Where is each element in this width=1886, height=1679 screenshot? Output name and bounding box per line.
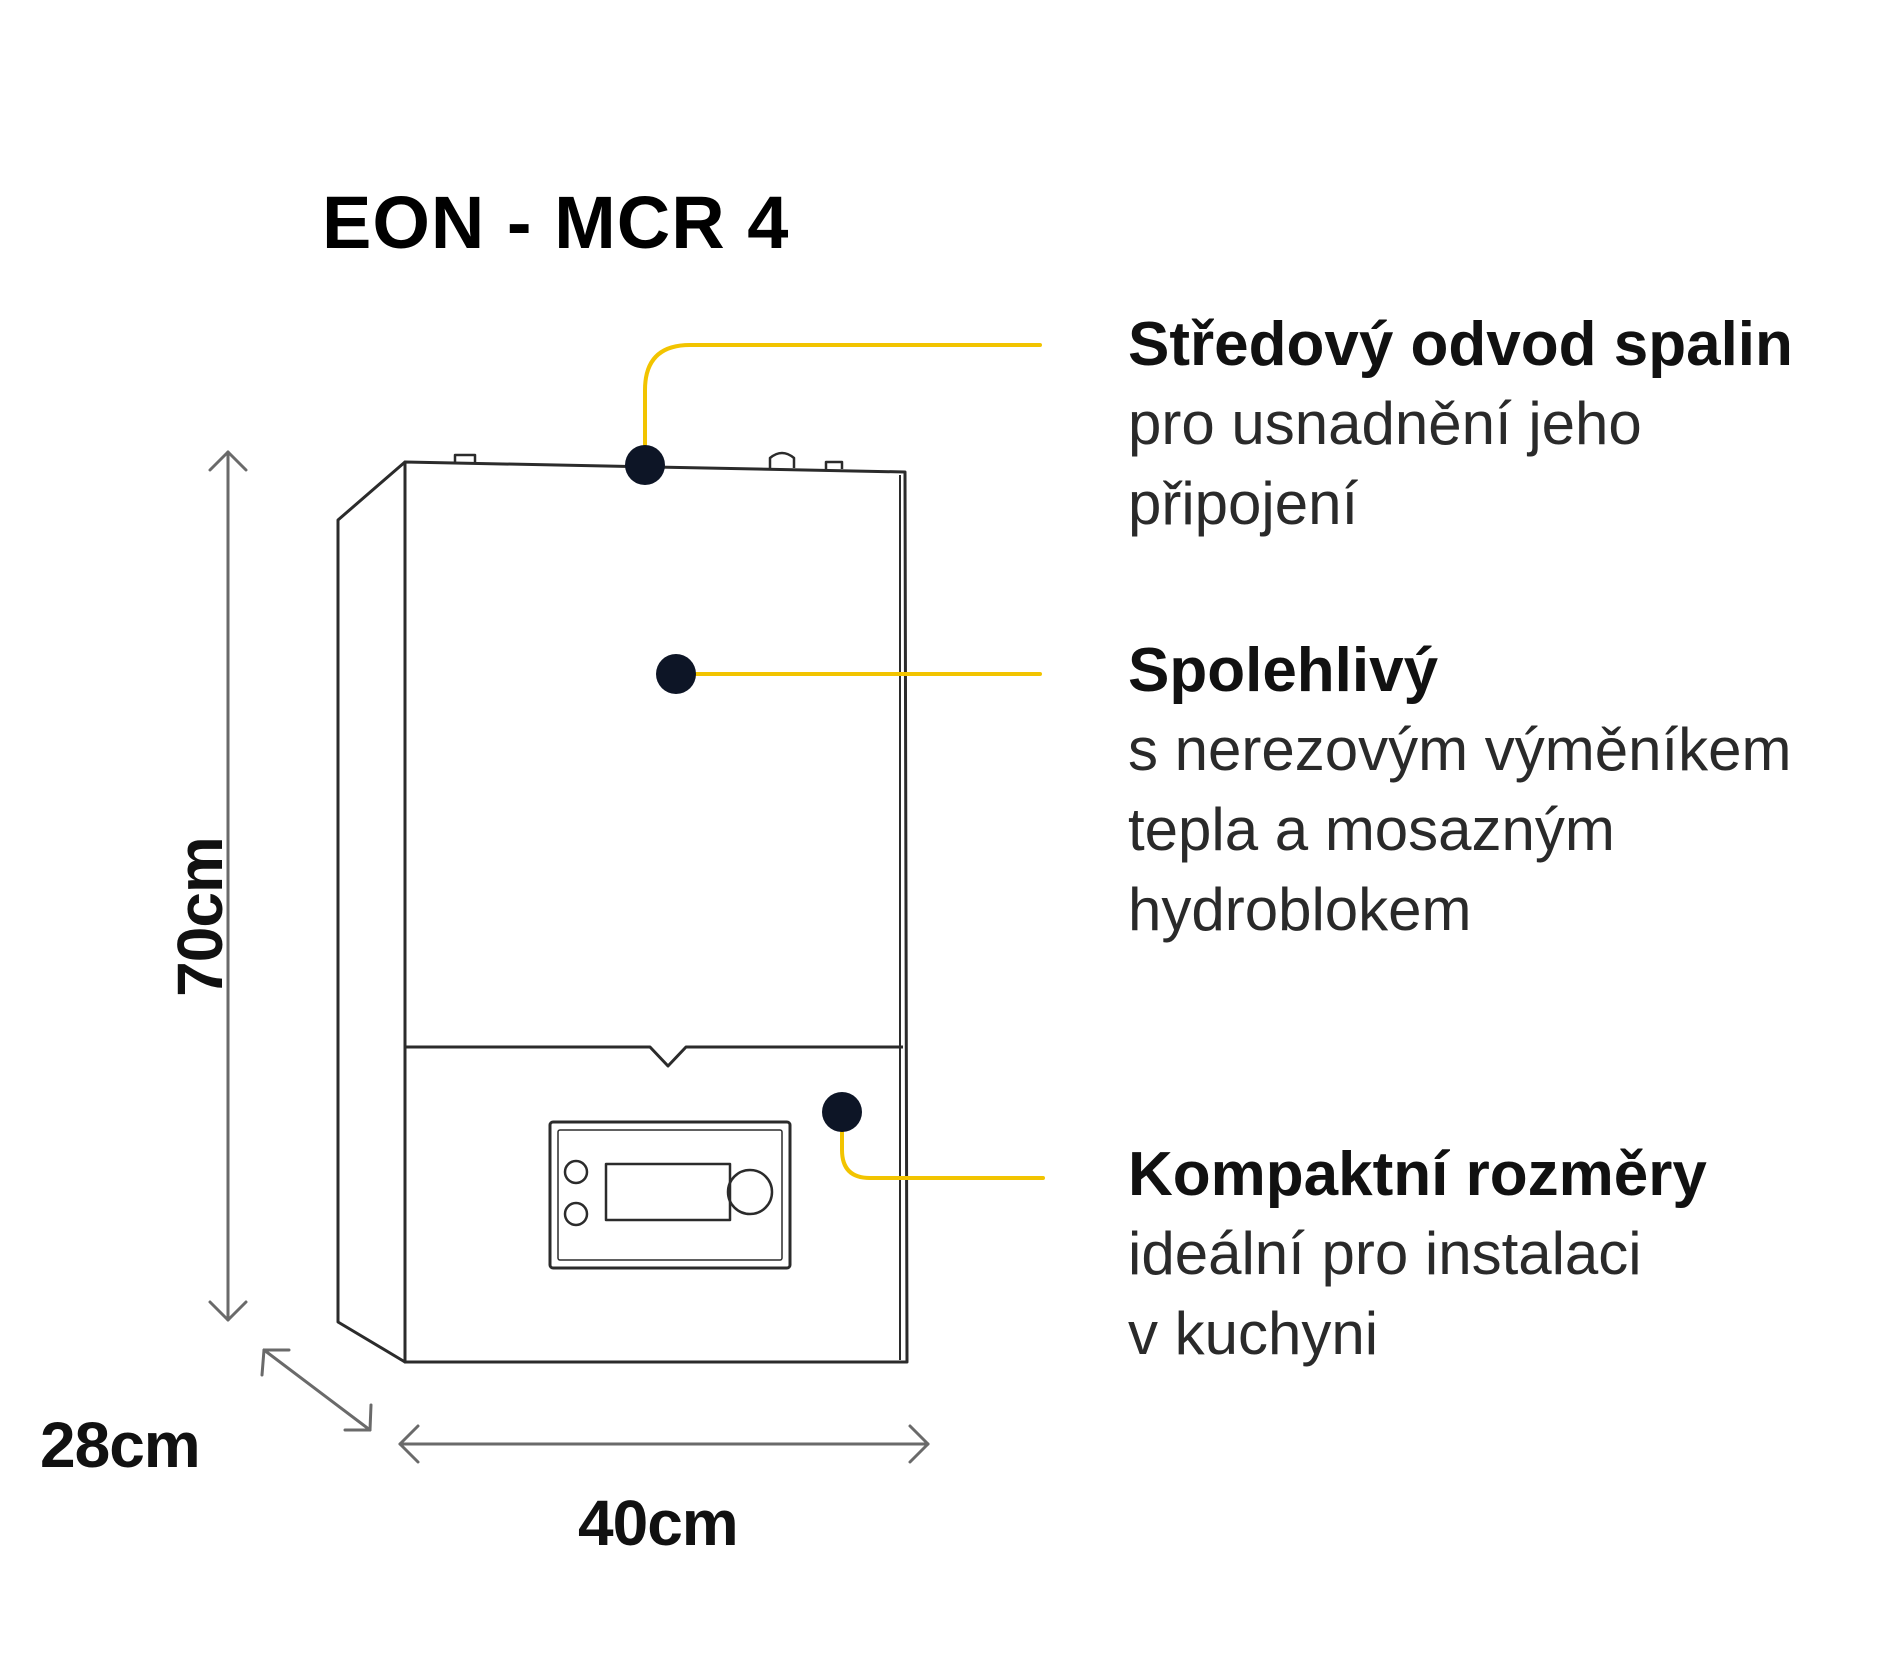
top-connector-far-right <box>824 460 844 469</box>
control-button-bottom <box>563 1201 589 1227</box>
depth-dimension-label: 28cm <box>40 1409 201 1481</box>
boiler-outline <box>336 451 909 1364</box>
boiler-side-panel <box>336 460 407 1364</box>
panel-divider <box>405 1045 903 1068</box>
callout-dot-compact <box>822 1092 862 1132</box>
control-button-top <box>563 1159 589 1185</box>
feature-text: s nerezovým výměníkem <box>1128 716 1792 783</box>
feature-text: ideální pro instalaci <box>1128 1220 1642 1287</box>
product-title: EON - MCR 4 <box>322 181 790 264</box>
callout-lines <box>643 343 1045 1180</box>
dimension-arrows <box>208 450 930 1464</box>
feature-compact-size: Kompaktní rozměry ideální pro instalaci … <box>1128 1136 1868 1374</box>
control-panel <box>548 1120 792 1270</box>
feature-flue-outlet: Středový odvod spalin pro usnadnění jeho… <box>1128 306 1868 544</box>
callout-dots <box>625 445 862 1132</box>
feature-text: hydroblokem <box>1128 876 1472 943</box>
height-arrow-head-bottom <box>208 1300 248 1322</box>
callout-line-compact <box>840 1110 1045 1180</box>
boiler-front-panel <box>403 460 909 1364</box>
width-arrow-head-left <box>398 1424 420 1464</box>
callout-dot-flue <box>625 445 665 485</box>
width-dimension-label: 40cm <box>578 1487 739 1559</box>
feature-text: připojení <box>1128 470 1359 537</box>
top-connector-left <box>453 453 477 462</box>
feature-text: v kuchyni <box>1128 1300 1379 1367</box>
callout-dot-reliable <box>656 654 696 694</box>
depth-arrow-head-top <box>260 1348 291 1377</box>
feature-text: tepla a mosazným <box>1128 796 1615 863</box>
top-connector-right <box>768 451 796 468</box>
depth-arrow-head-bottom <box>343 1403 373 1432</box>
width-arrow-head-right <box>908 1424 930 1464</box>
feature-heading: Spolehlivý <box>1128 636 1439 705</box>
control-display <box>604 1162 732 1222</box>
depth-arrow <box>262 1348 372 1432</box>
feature-text: pro usnadnění jeho <box>1128 390 1642 457</box>
callout-line-flue <box>643 343 1042 464</box>
control-knob <box>726 1168 774 1216</box>
feature-reliability: Spolehlivý s nerezovým výměníkem tepla a… <box>1128 632 1868 950</box>
feature-heading: Středový odvod spalin <box>1128 310 1793 379</box>
height-arrow-head-top <box>208 450 248 472</box>
height-dimension-label: 70cm <box>164 837 236 997</box>
feature-heading: Kompaktní rozměry <box>1128 1140 1707 1209</box>
